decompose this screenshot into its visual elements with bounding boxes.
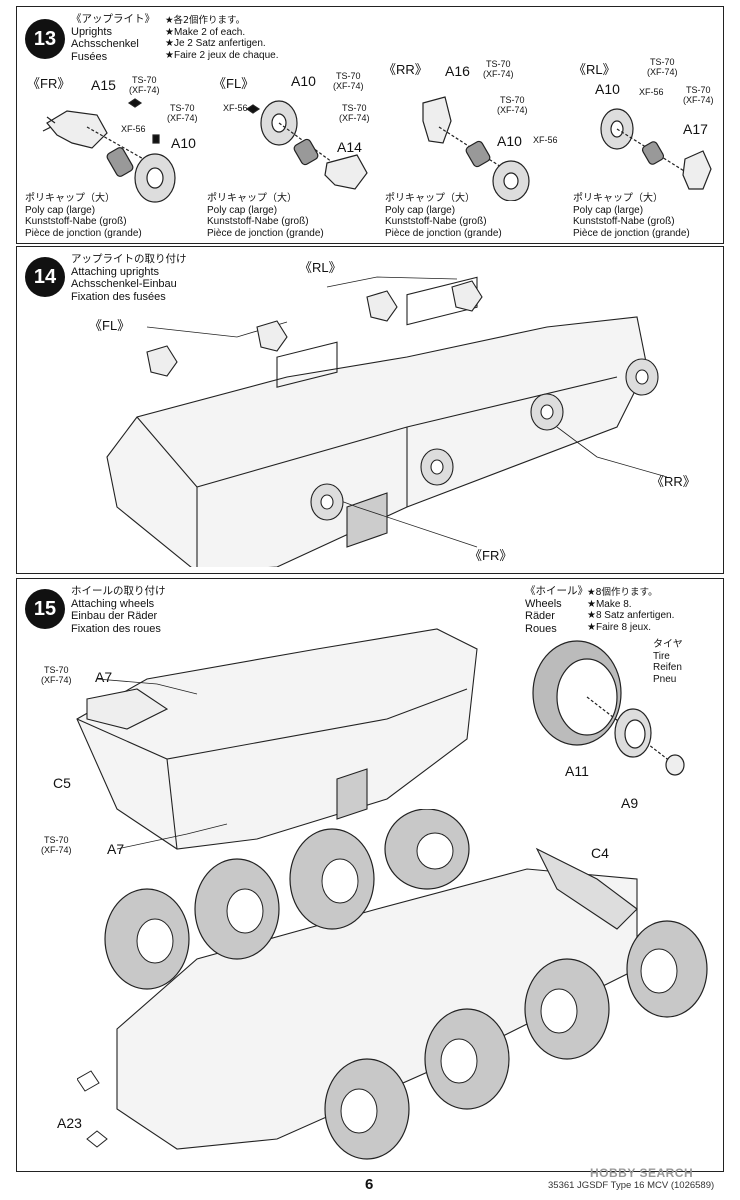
wheel-assembly-diagram xyxy=(532,640,685,776)
part-a7-bottom: A7 xyxy=(107,841,125,857)
step-15-panel: 15 ホイールの取り付け Attaching wheels Einbau der… xyxy=(16,578,724,1172)
step-13-panel: 13 《アップライト》 Uprights Achsschenkel Fusées… xyxy=(16,6,724,244)
hull-uprights-diagram xyxy=(106,276,668,567)
paint-ts70-fl-2: TS-70(XF-74) xyxy=(339,103,370,123)
part-a10: A10 xyxy=(171,135,196,151)
step-note: ★各2個作ります。 ★Make 2 of each. ★Je 2 Satz an… xyxy=(165,15,278,61)
polycap-label-rl: ポリキャップ（大） Poly cap (large) Kunststoff-Na… xyxy=(573,193,690,239)
part-a10-fl: A10 xyxy=(291,73,316,89)
page-number: 6 xyxy=(365,1176,374,1193)
tire-label: タイヤ Tire Reifen Pneu xyxy=(653,639,683,685)
fr-upright-diagram xyxy=(42,98,176,203)
part-a7-top: A7 xyxy=(95,669,113,685)
paint-ts70-2: TS-70(XF-74) xyxy=(167,103,198,123)
part-a16: A16 xyxy=(445,63,470,79)
step-number: 15 xyxy=(25,589,65,629)
step-title: ホイールの取り付け Attaching wheels Einbau der Rä… xyxy=(71,585,166,635)
paint-ts70-rl-2: TS-70(XF-74) xyxy=(683,85,714,105)
part-a11: A11 xyxy=(565,763,589,779)
title-en: Uprights xyxy=(71,25,112,38)
label-fl: 《FL》 xyxy=(89,318,131,333)
title-fr: Fixation des roues xyxy=(71,622,161,635)
group-label-rr: 《RR》 xyxy=(383,62,428,77)
paint-ts70-rr-1: TS-70(XF-74) xyxy=(483,59,514,79)
polycap-label-fr: ポリキャップ（大） Poly cap (large) Kunststoff-Na… xyxy=(25,193,142,239)
watermark: HOBBY SEARCH xyxy=(590,1166,694,1180)
title-fr: Fixation des fusées xyxy=(71,290,166,303)
paint-xf56-rr: XF-56 xyxy=(533,135,558,145)
part-a10-rl: A10 xyxy=(595,81,620,97)
part-a9: A9 xyxy=(621,795,639,811)
part-a10-rr: A10 xyxy=(497,133,522,149)
title-jp: アップライトの取り付け xyxy=(71,253,187,265)
paint-ts70-bottom: TS-70(XF-74) xyxy=(41,835,72,855)
hull-top-diagram xyxy=(76,628,478,850)
fl-upright-diagram xyxy=(245,100,368,190)
label-rl: 《RL》 xyxy=(299,260,342,275)
part-c5: C5 xyxy=(53,775,71,791)
step-title: アップライトの取り付け Attaching uprights Achsschen… xyxy=(71,253,187,303)
polycap-label-fl: ポリキャップ（大） Poly cap (large) Kunststoff-Na… xyxy=(207,193,324,239)
label-rr: 《RR》 xyxy=(651,474,696,489)
title-en: Attaching uprights xyxy=(71,265,160,278)
step-title: 《アップライト》 Uprights Achsschenkel Fusées xyxy=(71,13,155,63)
polycap-label-rr: ポリキャップ（大） Poly cap (large) Kunststoff-Na… xyxy=(385,193,502,239)
title-jp: ホイールの取り付け xyxy=(71,585,166,597)
part-a15: A15 xyxy=(91,77,116,93)
paint-ts70-top: TS-70(XF-74) xyxy=(41,665,72,685)
title-jp: 《アップライト》 xyxy=(71,13,155,25)
part-c4: C4 xyxy=(591,845,609,861)
group-label-fr: 《FR》 xyxy=(27,76,71,91)
wheel-note: ★8個作ります。 ★Make 8. ★8 Satz anfertigen. ★F… xyxy=(587,587,675,633)
title-fr: Fusées xyxy=(71,50,108,63)
title-de: Achsschenkel xyxy=(71,38,139,50)
part-a17: A17 xyxy=(683,121,708,137)
group-label-rl: 《RL》 xyxy=(573,62,616,77)
part-a14: A14 xyxy=(337,139,362,155)
paint-ts70-rl-1: TS-70(XF-74) xyxy=(647,57,678,77)
paint-xf56-rl: XF-56 xyxy=(639,87,664,97)
label-fr: 《FR》 xyxy=(469,548,513,563)
paint-ts70-1: TS-70(XF-74) xyxy=(129,75,160,95)
title-de: Achsschenkel-Einbau xyxy=(71,278,177,290)
paint-ts70-rr-2: TS-70(XF-74) xyxy=(497,95,528,115)
hull-wheels-diagram xyxy=(77,809,708,1160)
rl-upright-diagram xyxy=(600,108,712,190)
title-de: Einbau der Räder xyxy=(71,610,158,622)
note-en: ★Make 2 of each. xyxy=(165,26,246,38)
group-label-fl: 《FL》 xyxy=(213,76,255,91)
paint-xf56-fl: XF-56 xyxy=(223,103,248,113)
note-fr: ★Faire 2 jeux de chaque. xyxy=(165,49,279,61)
rr-upright-diagram xyxy=(422,96,530,201)
paint-xf56: XF-56 xyxy=(121,124,146,134)
title-en: Attaching wheels xyxy=(71,597,155,610)
step-number: 14 xyxy=(25,257,65,297)
part-a23: A23 xyxy=(57,1115,82,1131)
note-de: ★Je 2 Satz anfertigen. xyxy=(165,38,266,49)
paint-ts70-fl-1: TS-70(XF-74) xyxy=(333,71,364,91)
footer-code: 35361 JGSDF Type 16 MCV (1026589) xyxy=(548,1180,715,1191)
wheel-title: 《ホイール》 Wheels Räder Roues xyxy=(525,585,588,635)
step-number: 13 xyxy=(25,19,65,59)
step-14-panel: 14 アップライトの取り付け Attaching uprights Achssc… xyxy=(16,246,724,574)
note-jp: ★各2個作ります。 xyxy=(165,15,246,26)
